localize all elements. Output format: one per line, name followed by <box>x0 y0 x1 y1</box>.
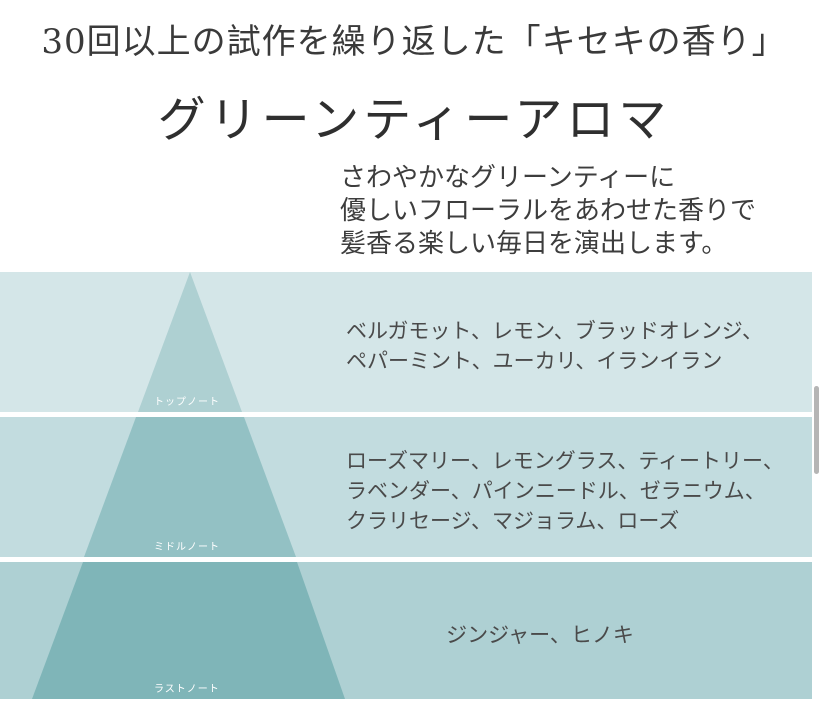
note-line: ベルガモット、レモン、ブラッドオレンジ、 <box>346 319 764 343</box>
note-line: ラベンダー、パインニードル、ゼラニウム、 <box>346 479 766 503</box>
headline: 30回以上の試作を繰り返した「キセキの香り」 <box>41 22 787 62</box>
top-note-label: トップノート <box>154 397 220 408</box>
last-note-label: ラストノート <box>154 684 220 695</box>
top-note-band <box>0 272 812 412</box>
note-line: ローズマリー、レモングラス、ティートリー、 <box>346 449 784 473</box>
pyramid-last-layer <box>32 562 345 699</box>
last-notes: ジンジャー、ヒノキ <box>330 620 750 650</box>
page-title: グリーンティーアロマ <box>157 92 671 148</box>
note-line: クラリセージ、マジョラム、ローズ <box>346 509 680 533</box>
description-line: さわやかなグリーンティーに <box>340 163 676 193</box>
scrollbar-thumb[interactable] <box>814 386 819 474</box>
top-notes: ベルガモット、レモン、ブラッドオレンジ、 ペパーミント、ユーカリ、イランイラン <box>346 316 806 376</box>
description: さわやかなグリーンティーに 優しいフローラルをあわせた香りで 髪香る楽しい毎日を… <box>340 162 810 261</box>
pyramid-middle-layer <box>84 417 296 557</box>
middle-notes: ローズマリー、レモングラス、ティートリー、 ラベンダー、パインニードル、ゼラニウ… <box>346 446 806 536</box>
description-line: 優しいフローラルをあわせた香りで <box>340 196 757 226</box>
note-line: ジンジャー、ヒノキ <box>446 623 634 647</box>
middle-note-label: ミドルノート <box>154 542 220 553</box>
description-line: 髪香る楽しい毎日を演出します。 <box>340 229 728 259</box>
note-line: ペパーミント、ユーカリ、イランイラン <box>346 349 723 373</box>
pyramid-top-layer <box>138 272 242 412</box>
